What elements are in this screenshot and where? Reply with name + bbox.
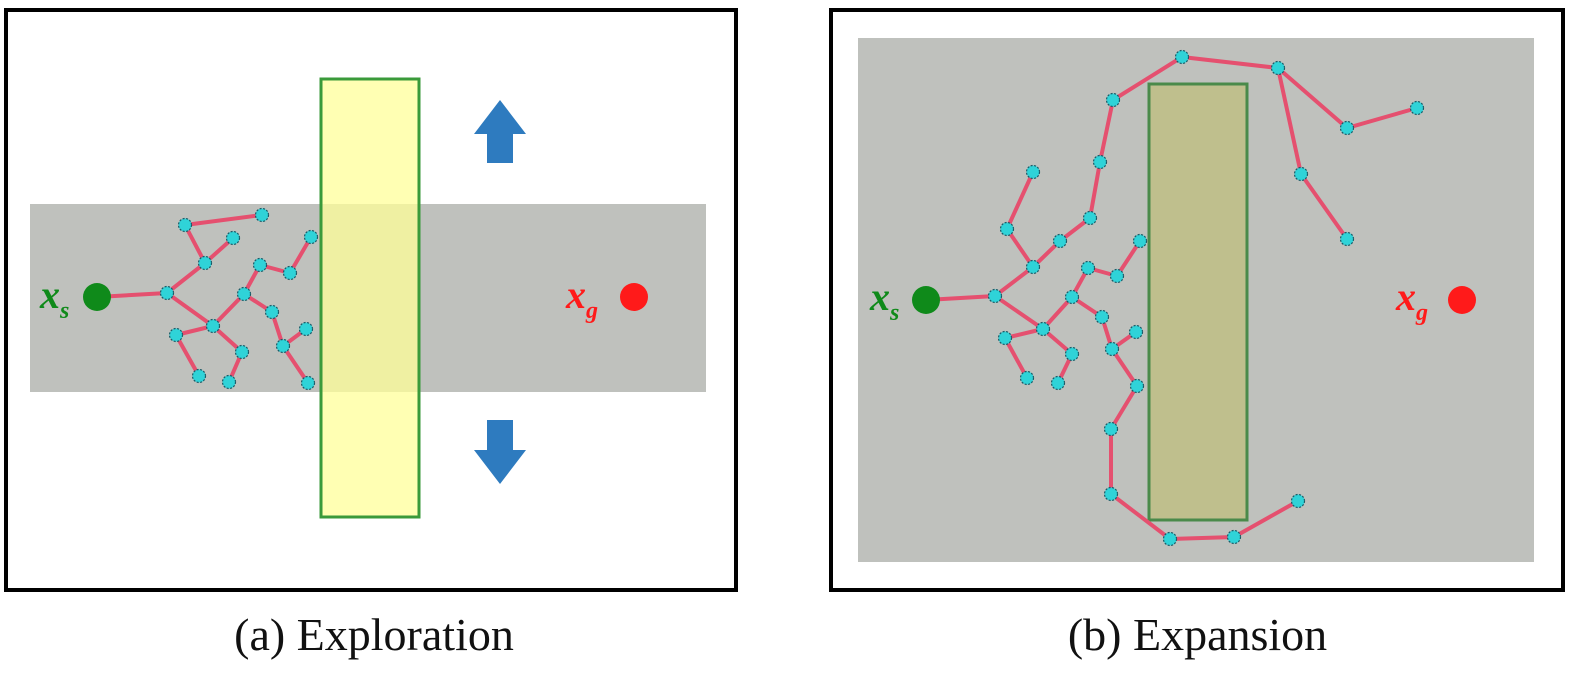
panel-b-tree-node [987,288,1003,304]
panel-b-tree-node [1339,231,1355,247]
panel-b-tree-node [1064,289,1080,305]
panel-b-tree-edge [1041,295,1074,331]
panel-b-tree-node [1109,268,1125,284]
panel-b-tree-edge [1168,535,1236,541]
panel-b-tree-edge [1005,170,1035,231]
panel-b-tree-node [1128,324,1144,340]
panel-b-tree-node [997,330,1013,346]
panel-b-tree-node [1270,60,1286,76]
panel-b-tree-edge [1003,336,1029,380]
panel-b-tree-node [1105,92,1121,108]
panel-b-start-node [912,286,940,314]
panel-a-tree-node [191,368,207,384]
panel-a-tree-edge [211,292,246,328]
panel-b-tree-node [1132,233,1148,249]
panel-a-tree-node [225,230,241,246]
panel-b-tree-edge [1109,492,1172,541]
panel-a-tree-node [159,285,175,301]
panel-b-tree-edge [993,265,1035,298]
panel-a-tree-node [177,217,193,233]
panel-b-tree-node [1293,166,1309,182]
panel-a-start-node [83,283,111,311]
panel-a-goal-label: xg [565,272,598,324]
panel-a-tree-node [303,229,319,245]
panel-b-tree-edge [1098,98,1115,164]
panel-b-tree-node [1019,370,1035,386]
panel-a-tree-node [252,257,268,273]
panel-b-tree-edge [1109,384,1139,431]
panel-a-start-label: xs [39,272,69,324]
panel-a-obstacle [319,77,421,519]
panel-b-tree-node [1035,321,1051,337]
panel-b-tree-edge [1276,66,1303,176]
panel-a-tree-node [205,318,221,334]
panel-b-start-label: xs [869,274,899,326]
panel-b-tree-node [1052,233,1068,249]
panel-a-caption: (a) Exploration [234,609,514,660]
panel-b-tree-node [1080,260,1096,276]
panel-b-tree-edge [1345,106,1419,130]
panel-a-tree-node [254,207,270,223]
panel-a-tree-node [264,304,280,320]
panel-b-tree-node [1092,154,1108,170]
panel-a-tree-node [197,255,213,271]
panel-a-tree-node [168,327,184,343]
panel-a-tree-edge [281,344,310,385]
panel-b-goal-node [1448,286,1476,314]
panel-b-tree-edge [1276,66,1349,130]
panel-a-tree [95,207,319,391]
panel-b-tree-edge [993,294,1045,331]
panel-b-tree-node [1103,421,1119,437]
panel-b: xs xg [829,8,1565,592]
panel-a-tree-edge [183,213,264,227]
panel-b-tree-node [1104,341,1120,357]
down-arrow-icon [474,420,526,484]
panel-b-tree-node [1339,120,1355,136]
panel-a-goal-node [620,283,648,311]
panel-b-tree-node [1174,49,1190,65]
panel-b-tree-node [1103,486,1119,502]
panel-b-goal-label: xg [1395,274,1428,326]
panel-b-tree-node [1226,529,1242,545]
panel-a: xs xg [4,8,738,592]
panel-a-tree-edge [165,291,215,328]
panel-b-tree-node [1050,375,1066,391]
panel-b-caption: (b) Expansion [1067,609,1328,660]
panel-b-tree [924,49,1425,547]
up-arrow-icon [474,100,526,163]
panel-b-tree-edge [1110,347,1139,388]
panel-a-tree-node [221,374,237,390]
panel-a-tree-node [298,321,314,337]
panel-b-tree-edge [1005,227,1035,269]
panel-b-obstacle [1147,82,1249,522]
panel-b-tree-node [1025,164,1041,180]
panel-a-tree-node [300,375,316,391]
panel-b-tree-edge [1088,160,1102,220]
panel-b-tree-edge [1180,55,1280,70]
panel-b-tree-node [1025,259,1041,275]
panel-b-tree-node [1409,100,1425,116]
panel-b-tree-edge [1232,499,1300,539]
panel-b-tree-edge [1115,239,1142,278]
panel-a-tree-node [275,338,291,354]
panel-b-tree-edge [1299,172,1349,241]
panel-b-tree-node [1064,346,1080,362]
panel-a-tree-edge [174,333,201,378]
panel-b-tree-node [1290,493,1306,509]
panel-b-tree-node [1082,210,1098,226]
panel-a-tree-node [234,344,250,360]
panel-b-tree-node [999,221,1015,237]
panel-b-tree-node [1129,378,1145,394]
panel-b-tree-edge [1111,55,1184,102]
panel-b-tree-node [1162,531,1178,547]
panel-a-tree-edge [183,223,207,265]
panel-a-tree-edge [165,261,207,295]
panel-a-tree-node [282,265,298,281]
panel-b-tree-node [1094,309,1110,325]
panel-a-tree-node [236,286,252,302]
